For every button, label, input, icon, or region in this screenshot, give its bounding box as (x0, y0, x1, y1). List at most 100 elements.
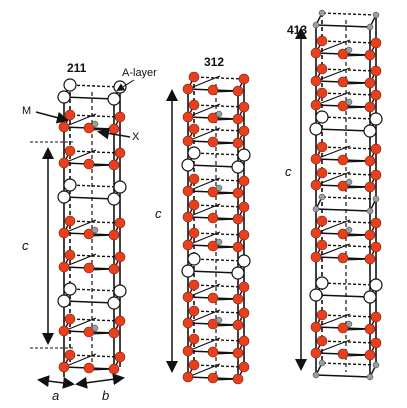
x-atom (215, 184, 223, 192)
bond-line (187, 127, 221, 142)
bond-line (193, 232, 245, 236)
x-pointer (97, 127, 131, 140)
m-atom (58, 157, 70, 169)
bond-line (315, 219, 351, 234)
m-atom (207, 240, 219, 252)
m-atom (316, 63, 328, 75)
x-atom (366, 207, 374, 215)
m-atom (337, 228, 349, 240)
bond-line (69, 288, 121, 292)
bond-line (187, 177, 221, 192)
bond-line (69, 318, 121, 322)
m-atom (310, 227, 322, 239)
m-atom (364, 349, 376, 361)
m-atom (58, 325, 70, 337)
m-atom (310, 179, 322, 191)
bond-line (321, 68, 377, 72)
bond-line (187, 103, 221, 118)
bond-line (321, 340, 377, 344)
m-atom (316, 239, 328, 251)
x-atom (318, 193, 326, 201)
a-atom (309, 122, 323, 136)
m-atom (364, 49, 376, 61)
m-atom (316, 335, 328, 347)
m-atom (188, 99, 200, 111)
bond-line (193, 104, 245, 108)
m-atom (337, 48, 349, 60)
m-atom (337, 180, 349, 192)
m-atom (207, 112, 219, 124)
bond-line (315, 39, 351, 54)
a-atom (63, 78, 77, 92)
bond-line (321, 92, 377, 96)
c-label-211: c (22, 238, 29, 253)
x-atom (91, 120, 99, 128)
m-atom (182, 111, 194, 123)
label-312: 312 (204, 55, 224, 69)
b-label: b (102, 388, 109, 403)
a-atom (113, 80, 127, 94)
x-atom (345, 226, 353, 234)
m-atom (108, 327, 120, 339)
m-atom (232, 241, 244, 253)
bond-line (315, 313, 351, 328)
bond-line (187, 337, 221, 352)
m-atom (316, 141, 328, 153)
m-atom (232, 213, 244, 225)
m-atom (364, 77, 376, 89)
structure-312 (181, 71, 251, 385)
bond-line (321, 12, 377, 16)
bond-line (69, 254, 121, 258)
m-atom (310, 251, 322, 263)
m-atom (238, 175, 250, 187)
x-atom (345, 46, 353, 54)
a-atom (231, 160, 245, 174)
bond-line (315, 294, 371, 298)
a-atom (237, 254, 251, 268)
a-atom (315, 276, 329, 290)
m-atom (207, 292, 219, 304)
bond-line (63, 353, 97, 368)
bond-line (187, 309, 221, 324)
x-atom (215, 238, 223, 246)
m-pointer (35, 111, 69, 124)
bond-line (187, 363, 221, 378)
m-atom (108, 123, 120, 135)
m-atom (64, 109, 76, 121)
bond-line (193, 76, 245, 80)
m-atom (114, 147, 126, 159)
a-atom (107, 192, 121, 206)
m-atom (114, 111, 126, 123)
bond-line (193, 128, 245, 132)
m-atom (108, 159, 120, 171)
bond-line (193, 152, 245, 156)
m-atom (364, 101, 376, 113)
bond-line (187, 270, 239, 274)
a-atom (107, 92, 121, 106)
bond-line (315, 171, 351, 186)
x-atom (318, 359, 326, 367)
a-atom (231, 266, 245, 280)
bond-line (187, 75, 221, 90)
a-atom (63, 178, 77, 192)
m-atom (83, 122, 95, 134)
bond-line (193, 258, 245, 262)
m-atom (232, 373, 244, 385)
m-atom (370, 143, 382, 155)
m-atom (238, 335, 250, 347)
bond-line (69, 184, 121, 188)
m-atom (370, 311, 382, 323)
m-atom (310, 75, 322, 87)
m-atom (58, 121, 70, 133)
m-atom (370, 169, 382, 181)
m-atom (64, 215, 76, 227)
m-atom (232, 319, 244, 331)
a-label: a (52, 388, 59, 403)
m-atom (310, 347, 322, 359)
m-atom (316, 215, 328, 227)
m-atom (188, 199, 200, 211)
m-atom (58, 261, 70, 273)
bond-line (321, 244, 377, 248)
bond-line (63, 196, 115, 200)
m-atom (364, 155, 376, 167)
